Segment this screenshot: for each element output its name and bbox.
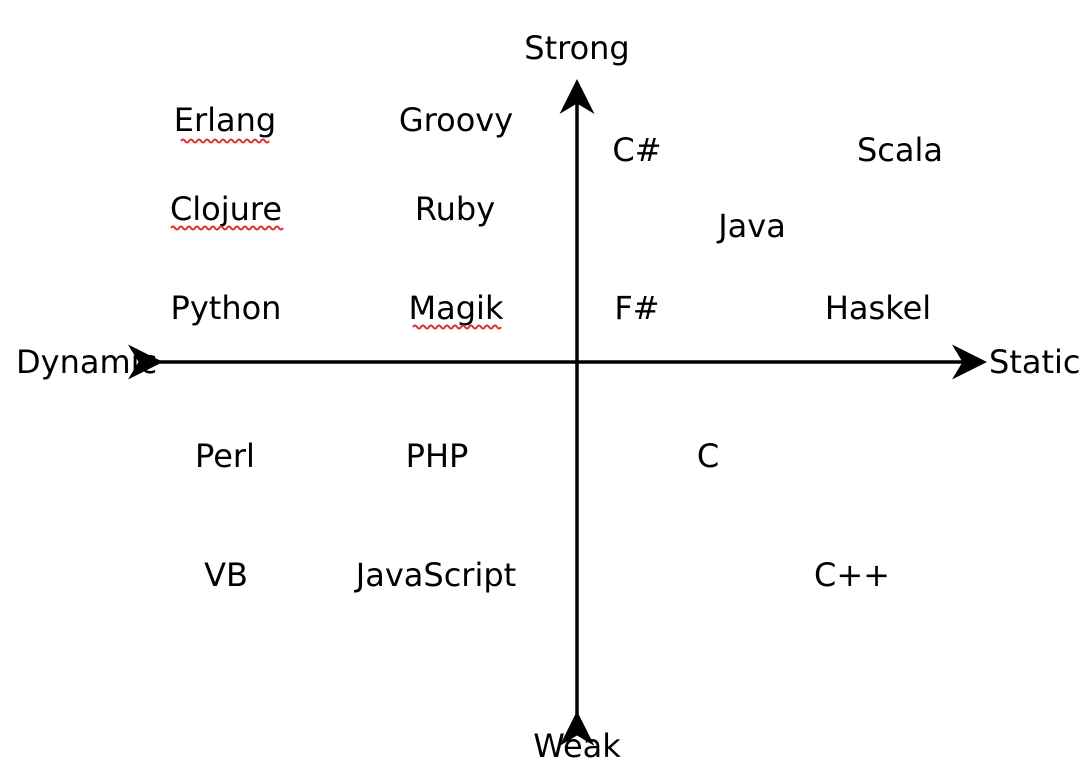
language-label-java: Java (716, 207, 786, 245)
spellcheck-underlines (170, 138, 502, 330)
language-labels: Erlang Groovy Clojure Ruby Python Magik … (170, 101, 943, 594)
spellcheck-underline-erlang (180, 138, 270, 144)
language-label-clojure: Clojure (170, 190, 282, 228)
language-label-groovy: Groovy (399, 101, 513, 139)
language-label-c: C (697, 437, 719, 475)
spellcheck-underline-clojure (170, 225, 284, 231)
language-label-vb: VB (204, 556, 248, 594)
language-label-erlang: Erlang (174, 101, 276, 139)
language-label-haskel: Haskel (825, 289, 931, 327)
language-label-csharp: C# (612, 131, 661, 169)
language-label-python: Python (171, 289, 282, 327)
axis-label-dynamic: Dynamic (16, 343, 157, 381)
language-label-javascript: JavaScript (354, 556, 516, 594)
spellcheck-underline-magik (412, 324, 502, 330)
language-label-magik: Magik (409, 289, 504, 327)
language-label-fsharp: F# (614, 289, 659, 327)
axis-label-strong: Strong (524, 29, 629, 67)
axis-label-static: Static (989, 343, 1080, 381)
language-label-ruby: Ruby (415, 190, 495, 228)
language-label-scala: Scala (857, 131, 943, 169)
language-label-perl: Perl (195, 437, 255, 475)
axis-label-weak: Weak (533, 727, 621, 765)
language-label-cpp: C++ (814, 556, 890, 594)
language-label-php: PHP (406, 437, 469, 475)
